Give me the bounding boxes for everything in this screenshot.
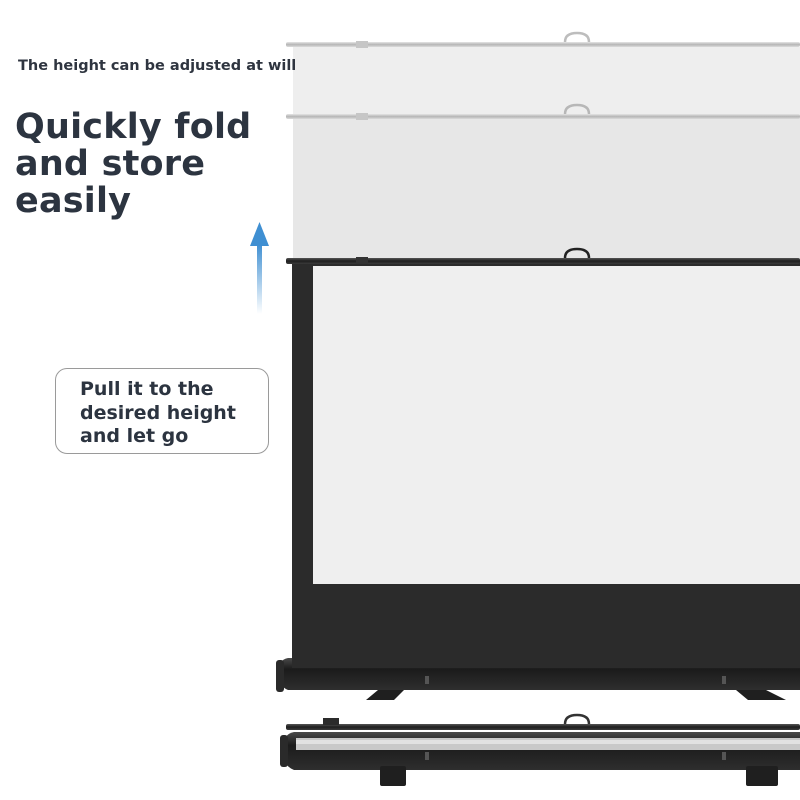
- adjustable-height-caption: The height can be adjusted at will: [18, 58, 297, 74]
- pull-instruction-text: Pull it to the desired height and let go: [80, 378, 236, 447]
- faded-screen-panel-top: [286, 31, 800, 117]
- up-arrow-icon: [250, 222, 269, 314]
- folded-screen-case: [280, 713, 800, 786]
- main-screen: [286, 247, 800, 680]
- screen-base-case: [276, 658, 800, 700]
- pull-instruction-callout: Pull it to the desired height and let go: [55, 368, 269, 454]
- headline: Quickly fold and store easily: [15, 107, 252, 221]
- faded-screen-panel-middle: [286, 103, 800, 260]
